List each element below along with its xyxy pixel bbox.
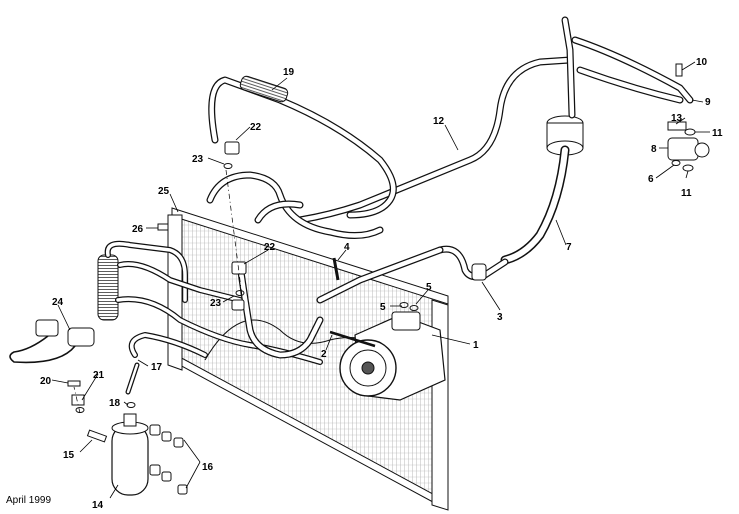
bolt-26 <box>157 223 169 231</box>
callout-8: 8 <box>651 144 657 155</box>
bolt-4 <box>332 257 340 281</box>
bracket-22-upper <box>224 141 240 155</box>
callout-23b: 23 <box>210 298 222 309</box>
o-ring-23-upper <box>223 163 233 169</box>
revision-date: April 1999 <box>6 495 52 506</box>
bolt-2 <box>329 330 376 348</box>
callout-11a: 11 <box>712 128 723 139</box>
callout-11b: 11 <box>681 188 692 199</box>
leader-lines <box>51 61 710 499</box>
fittings-16 <box>149 424 188 495</box>
receiver-drier-body <box>111 424 149 496</box>
pressure-switch-assembly <box>9 254 119 364</box>
callout-21: 21 <box>93 370 105 381</box>
callout-22b: 22 <box>264 242 276 253</box>
compressor <box>329 311 446 401</box>
callout-3: 3 <box>497 312 503 323</box>
callout-2: 2 <box>321 349 327 360</box>
callout-10: 10 <box>696 57 708 68</box>
small-parts <box>67 63 710 413</box>
fitting-3 <box>471 263 487 281</box>
callout-1: 1 <box>473 340 479 351</box>
valve-block-8-port <box>694 142 710 158</box>
compressor-clutch-center <box>361 361 375 375</box>
pressure-switch <box>67 327 95 347</box>
switch-wiring <box>9 335 76 364</box>
callout-13: 13 <box>671 113 683 124</box>
o-ring-6 <box>671 160 681 166</box>
callout-22a: 22 <box>250 122 262 133</box>
hose-19-sleeve <box>239 75 289 103</box>
callout-15: 15 <box>63 450 75 461</box>
callout-labels: 1 2 3 4 5 5 6 7 8 9 10 11 11 12 13 14 15… <box>40 57 723 511</box>
plate-13 <box>667 121 687 131</box>
switch-connector <box>35 319 59 337</box>
callout-5b: 5 <box>426 282 432 293</box>
callout-7: 7 <box>566 242 572 253</box>
bolt-15 <box>86 429 108 443</box>
hose-lines <box>104 16 694 395</box>
callout-23a: 23 <box>192 154 204 165</box>
bracket-23-lower <box>231 299 245 311</box>
callout-20: 20 <box>40 376 52 387</box>
receiver-drier-fitting <box>123 413 137 427</box>
o-ring-18 <box>126 402 136 408</box>
callout-24: 24 <box>52 297 64 308</box>
callout-16: 16 <box>202 462 214 473</box>
o-ring-5a <box>399 302 409 308</box>
callout-25: 25 <box>158 186 170 197</box>
receiver-drier <box>86 402 149 496</box>
hose-12 <box>296 56 574 224</box>
callout-6: 6 <box>648 174 654 185</box>
callout-12: 12 <box>433 116 445 127</box>
callout-4: 4 <box>344 242 350 253</box>
o-ring-11-lower <box>682 164 694 172</box>
bolt-20 <box>67 380 81 387</box>
callout-26: 26 <box>132 224 144 235</box>
bolt-10 <box>675 63 683 77</box>
valve-block-8 <box>667 137 699 161</box>
callout-14: 14 <box>92 500 104 511</box>
callout-18: 18 <box>109 398 121 409</box>
callout-5a: 5 <box>380 302 386 313</box>
compressor-manifold <box>391 311 421 331</box>
callout-9: 9 <box>705 97 711 108</box>
o-ring-5b <box>409 305 419 311</box>
callout-17: 17 <box>151 362 163 373</box>
coil-tube <box>97 254 119 321</box>
callout-19: 19 <box>283 67 295 78</box>
o-ring-23-lower <box>235 290 245 296</box>
condenser-top-rail <box>171 207 449 305</box>
hose-9-10 <box>571 36 694 104</box>
